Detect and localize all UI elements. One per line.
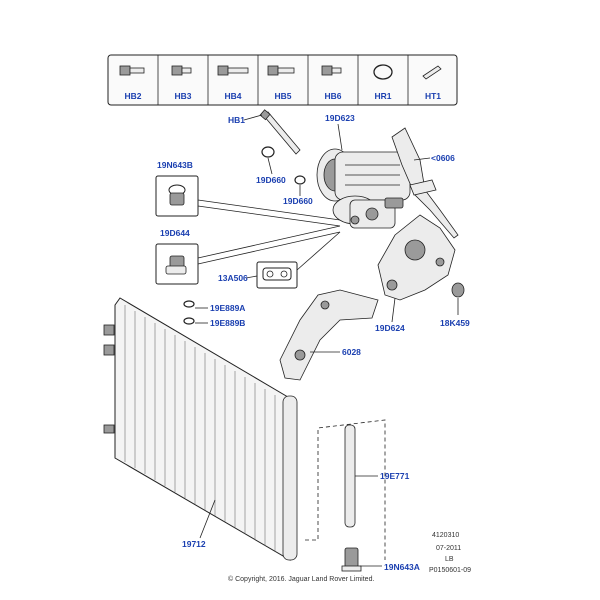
- long-bolt-hb1[interactable]: [259, 109, 301, 155]
- label-plug: 18K459: [440, 318, 470, 328]
- pin-ht1-icon[interactable]: [422, 65, 442, 80]
- bolt-hb5-icon[interactable]: [267, 65, 295, 76]
- legend-label-hb2: HB2: [124, 91, 141, 101]
- drier-dashed-outline: [305, 419, 386, 560]
- oring-19d660-a[interactable]: [261, 146, 275, 158]
- label-bracket-0606: <0606: [431, 153, 455, 163]
- label-drier: 19N643A: [384, 562, 420, 572]
- label-hb1: HB1: [228, 115, 245, 125]
- fastener-legend: HB2 HB3 HB4 HB5 HB6 HR1 HT1: [107, 54, 458, 106]
- plug-18k459[interactable]: [451, 282, 465, 298]
- label-valve-a: 19N643B: [157, 160, 193, 170]
- label-oring-b: 19D660: [283, 196, 313, 206]
- legend-label-hb4: HB4: [224, 91, 241, 101]
- mount-bracket-19d624[interactable]: [377, 214, 456, 301]
- valve-19n643b-box[interactable]: [155, 175, 199, 217]
- label-oring-a: 19D660: [256, 175, 286, 185]
- footer-lang: LB: [445, 556, 454, 563]
- valve-19d644-box[interactable]: [155, 243, 199, 285]
- oring-hr1-icon[interactable]: [373, 64, 393, 80]
- support-bracket-6028[interactable]: [279, 289, 379, 381]
- footer-code: 4120310: [432, 532, 459, 539]
- ac-compressor[interactable]: [316, 148, 411, 229]
- label-valve-b: 19D644: [160, 228, 190, 238]
- label-condenser: 19712: [182, 539, 206, 549]
- label-ring-a: 19E889A: [210, 303, 245, 313]
- legend-label-ht1: HT1: [425, 91, 441, 101]
- oring-19d660-b[interactable]: [294, 175, 306, 185]
- bolt-hb2-icon[interactable]: [119, 65, 145, 76]
- gasket-13a506-box[interactable]: [256, 261, 298, 289]
- footer-copyright: © Copyright, 2016. Jaguar Land Rover Lim…: [228, 575, 374, 583]
- label-seal: 19E771: [380, 471, 410, 481]
- label-mount: 19D624: [375, 323, 405, 333]
- footer-date: 07-2011: [436, 545, 461, 552]
- label-compressor: 19D623: [325, 113, 355, 123]
- legend-label-hb6: HB6: [324, 91, 341, 101]
- condenser-19712[interactable]: [103, 297, 298, 561]
- footer-ref: P0150601-09: [429, 567, 471, 574]
- bolt-hb6-icon[interactable]: [321, 65, 342, 76]
- drier-19n643a[interactable]: [341, 547, 362, 572]
- ring-19e889b[interactable]: [183, 317, 195, 325]
- label-gasket: 13A506: [218, 273, 248, 283]
- bolt-hb3-icon[interactable]: [171, 65, 192, 76]
- legend-label-hr1: HR1: [374, 91, 391, 101]
- bracket-0606[interactable]: [391, 127, 459, 239]
- label-support: 6028: [342, 347, 361, 357]
- bolt-hb4-icon[interactable]: [217, 65, 249, 76]
- legend-label-hb5: HB5: [274, 91, 291, 101]
- legend-label-hb3: HB3: [174, 91, 191, 101]
- seal-19e771[interactable]: [344, 424, 356, 528]
- ring-19e889a[interactable]: [183, 300, 195, 308]
- label-ring-b: 19E889B: [210, 318, 245, 328]
